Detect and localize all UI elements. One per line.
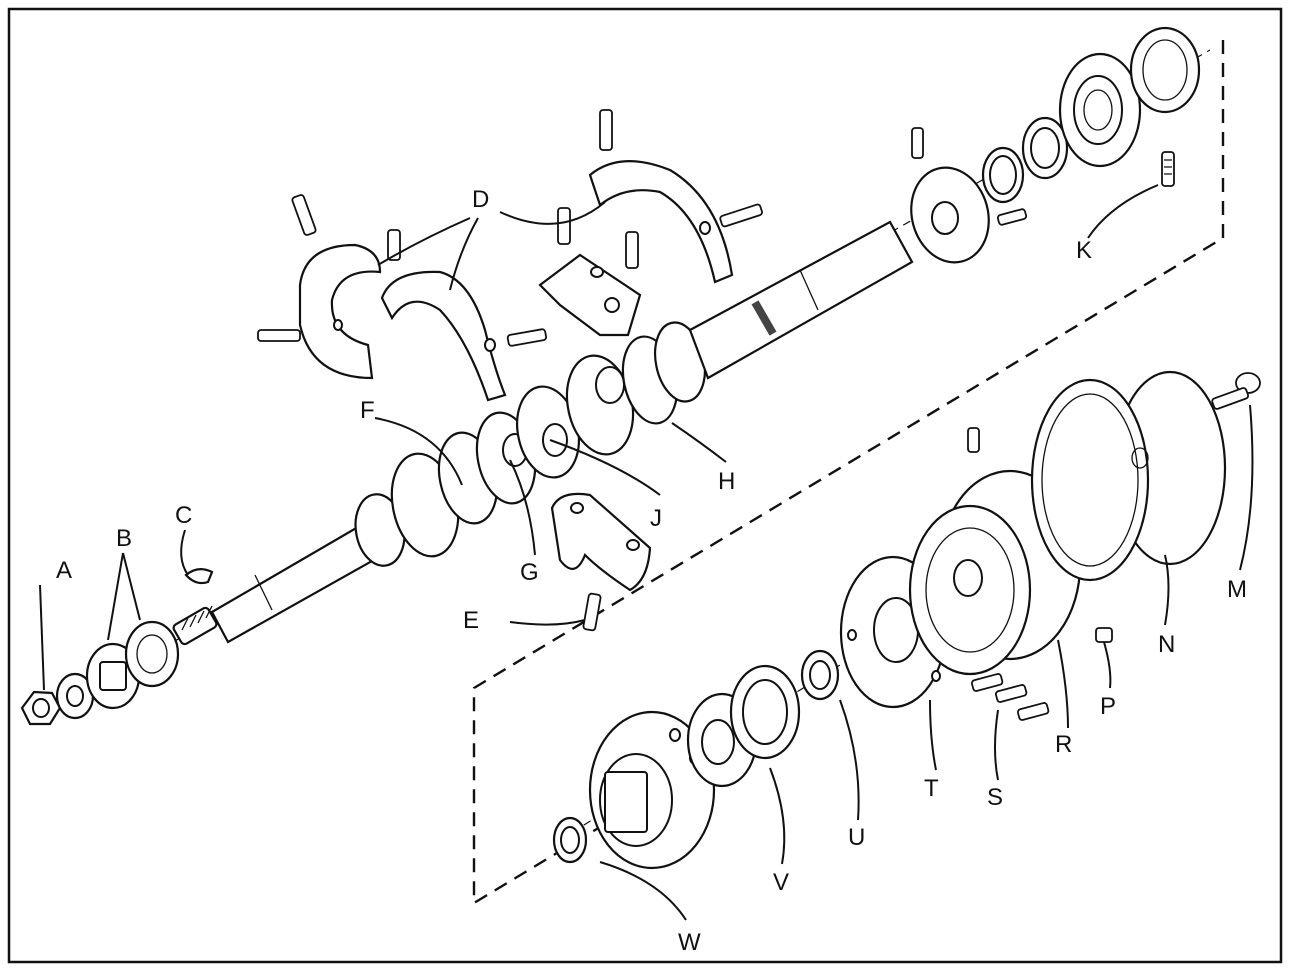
label-U: U (848, 824, 865, 851)
flange-disc-part (910, 166, 990, 264)
bearing-B-inner-part (124, 620, 180, 688)
key-C-part (184, 568, 214, 585)
label-group: A B C D E F G H J K M N P R S T U V W (56, 186, 1247, 956)
ring-1-part (981, 146, 1025, 204)
label-A: A (56, 557, 72, 584)
flywheel-R-part (908, 469, 1082, 676)
label-T: T (924, 775, 939, 802)
collar-U-part (800, 649, 840, 701)
bearing-V-part (686, 664, 801, 788)
crankshaft-part (172, 220, 914, 646)
grub-screw-K-part (1161, 151, 1175, 187)
label-M: M (1227, 576, 1247, 603)
label-D: D (472, 186, 489, 213)
label-K: K (1076, 237, 1092, 264)
label-P: P (1100, 693, 1116, 720)
screw-set-lower-part (967, 427, 1113, 721)
label-G: G (520, 559, 539, 586)
bolt-M-part (1211, 372, 1261, 410)
leader-lines (39, 184, 1254, 921)
label-W: W (678, 929, 701, 956)
label-C: C (175, 502, 192, 529)
washer-part (55, 672, 95, 720)
screw-E-part (582, 592, 602, 632)
label-V: V (773, 869, 789, 896)
drum-N-part (1030, 370, 1227, 582)
label-R: R (1055, 731, 1072, 758)
screw-set-upper-part (257, 109, 1028, 347)
label-J: J (650, 505, 662, 532)
label-N: N (1158, 631, 1175, 658)
nut-A-part (20, 690, 62, 726)
rod-cap-D2-part (380, 270, 507, 402)
label-H: H (718, 468, 735, 495)
seal-W-part (552, 816, 588, 864)
housing-K-part (1058, 26, 1201, 168)
rod-cap-D3-part (588, 160, 734, 284)
rod-cap-D1-part (298, 243, 382, 380)
label-E: E (463, 607, 479, 634)
label-B: B (116, 525, 132, 552)
label-F: F (360, 397, 375, 424)
housing-W-part (588, 710, 716, 870)
diagram-frame (7, 7, 1283, 964)
ring-2-part (1021, 116, 1069, 180)
upper-bearing-block-part (538, 253, 642, 337)
label-S: S (987, 784, 1003, 811)
assembly-boundary (472, 40, 1225, 906)
lower-bearing-block-part (550, 492, 652, 592)
